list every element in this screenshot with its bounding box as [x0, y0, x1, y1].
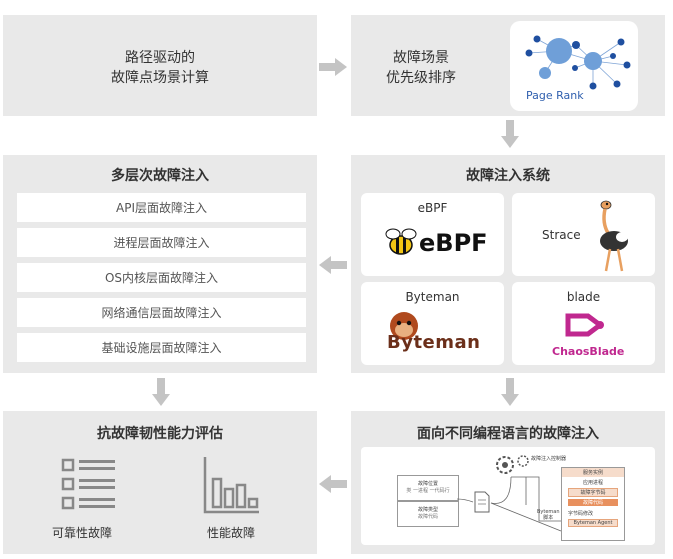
fault-position-box: 故障位置 类 一进程 一代码行: [397, 475, 459, 501]
multilevel-injection-panel: 多层次故障注入 API层面故障注入 进程层面故障注入 OS内核层面故障注入 网络…: [3, 155, 317, 373]
path-scenario-line1: 路径驱动的: [125, 50, 195, 66]
tool-name-byteman: Byteman: [405, 290, 460, 304]
flow-lines: [456, 476, 562, 532]
service-instance-box: 服务实例 应用进程 故障字节码 故障代码 字节码修改 Byteman Agent: [561, 467, 625, 541]
fault-type-box: 故障类型 故障代码: [397, 501, 459, 527]
byteman-script-label: Byteman 脚本: [537, 509, 560, 521]
arrow-left-icon: [319, 256, 347, 274]
tool-name-strace: Strace: [542, 228, 581, 242]
controller-label: 故障注入控制器: [531, 456, 567, 462]
language-title: 面向不同编程语言的故障注入: [417, 426, 599, 442]
pagerank-label: Page Rank: [526, 89, 584, 102]
level-api: API层面故障注入: [17, 193, 306, 222]
byteman-logo-text: Byteman: [387, 332, 481, 353]
tool-name-ebpf: eBPF: [417, 201, 448, 215]
language-injection-panel: 面向不同编程语言的故障注入 故障注入控制器 故障位置 类 一进程 一代码行 故障…: [351, 411, 665, 554]
checklist-icon: [61, 458, 115, 510]
fault-position-label: 故障位置: [417, 481, 438, 487]
pagerank-graph: Page Rank: [510, 21, 638, 111]
ostrich-icon: [600, 200, 628, 272]
performance-fault-label: 性能故障: [207, 526, 256, 540]
document-icon: [474, 491, 490, 513]
injection-system-title: 故障注入系统: [466, 168, 550, 184]
fault-bytecode-label: 故障字节码: [568, 488, 618, 497]
monkey-icon: [390, 312, 418, 340]
arrow-left-icon: [319, 475, 347, 493]
arrow-right-icon: [319, 58, 347, 76]
path-scenario-line2: 故障点场景计算: [111, 70, 209, 86]
byteman-script-sub: 脚本: [543, 515, 554, 521]
bytecode-modify-label: 字节码修改: [568, 511, 594, 517]
ebpf-logo-text: eBPF: [419, 229, 488, 257]
level-infrastructure: 基础设施层面故障注入: [17, 333, 306, 362]
fault-bytecode-code: 故障代码: [568, 499, 618, 506]
tool-card-byteman: Byteman Byteman: [361, 282, 504, 365]
tool-card-blade: blade ChaosBlade: [512, 282, 655, 365]
priority-panel: 故障场景 优先级排序 Page Rank: [351, 15, 665, 116]
tool-name-blade: blade: [566, 290, 601, 304]
bar-chart-icon: [203, 457, 259, 514]
fault-position-sub: 类 一进程 一代码行: [406, 488, 450, 494]
fault-code-label: 故障代码: [417, 514, 438, 520]
language-diagram: 故障注入控制器 故障位置 类 一进程 一代码行 故障类型 故障代码: [361, 447, 655, 545]
pagerank-network-icon: [525, 35, 631, 90]
app-process-label: 应用进程: [582, 480, 603, 486]
multilevel-title: 多层次故障注入: [111, 168, 209, 184]
priority-line1: 故障场景: [393, 50, 449, 66]
path-scenario-panel: 路径驱动的 故障点场景计算: [3, 15, 317, 116]
level-process: 进程层面故障注入: [17, 228, 306, 257]
byteman-agent-label: Byteman Agent: [568, 519, 618, 527]
gear-icon: [496, 455, 529, 474]
resilience-panel: 抗故障韧性能力评估 可靠性故障 性能故障: [3, 411, 317, 554]
arrow-down-icon: [501, 378, 519, 406]
level-network: 网络通信层面故障注入: [17, 298, 306, 327]
chaosblade-icon: [565, 313, 605, 337]
injection-system-panel: 故障注入系统 eBPF eBPF Strace Byteman By: [351, 155, 665, 373]
tool-card-ebpf: eBPF eBPF: [361, 193, 504, 276]
level-os-kernel: OS内核层面故障注入: [17, 263, 306, 292]
service-instance-label: 服务实例: [562, 468, 624, 477]
resilience-title: 抗故障韧性能力评估: [97, 426, 223, 442]
tool-card-strace: Strace: [512, 193, 655, 276]
chaosblade-logo-text: ChaosBlade: [552, 345, 625, 358]
bee-icon: [385, 228, 417, 255]
reliability-fault-label: 可靠性故障: [52, 526, 113, 540]
arrow-down-icon: [152, 378, 170, 406]
arrow-down-icon: [501, 120, 519, 148]
byteman-script-title: Byteman: [537, 509, 560, 515]
priority-line2: 优先级排序: [386, 70, 456, 86]
fault-type-label: 故障类型: [417, 507, 438, 513]
